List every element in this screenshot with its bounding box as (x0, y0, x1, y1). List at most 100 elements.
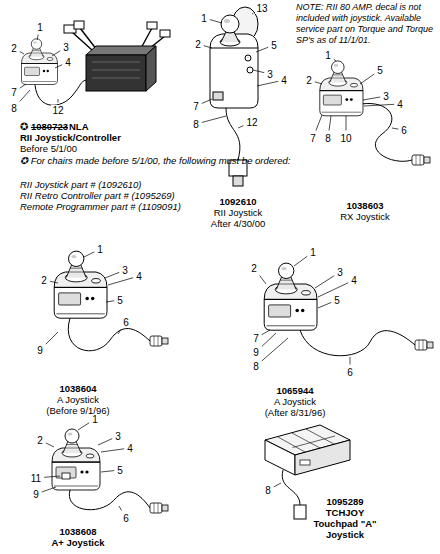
callout-number: 11 (30, 473, 42, 484)
callout-number: 12 (245, 117, 258, 128)
leader-line (346, 116, 347, 131)
callout-number: 1 (200, 13, 208, 24)
callout-number: 6 (346, 367, 354, 378)
callout-number: 2 (250, 263, 258, 274)
leader-line (294, 256, 307, 266)
ordering-item: RII Joystick part # (1092610) (20, 179, 141, 190)
leader-line (260, 276, 266, 285)
callout-number: 9 (32, 489, 40, 500)
callout-number: 12 (51, 105, 64, 116)
callout-number: 4 (64, 57, 72, 68)
callout-number: 1 (96, 244, 104, 255)
part-name: A+ Joystick (51, 537, 104, 548)
leader-line (202, 116, 226, 122)
callout-number: 6 (122, 513, 130, 524)
part-name: A Joystick (57, 394, 99, 405)
callout-number: 2 (10, 43, 18, 54)
leader-line (44, 476, 60, 477)
leader-line (20, 84, 26, 88)
leader-line (20, 51, 24, 54)
leader-line (318, 302, 331, 308)
part-number: 1038608 (60, 526, 97, 537)
callout-number: 3 (382, 91, 390, 102)
leader-line (350, 357, 351, 365)
leader-line (119, 506, 122, 511)
leader-line (202, 99, 212, 103)
part-name: Touchpad "A" (313, 518, 376, 529)
leader-line (20, 90, 30, 101)
leader-line (46, 443, 54, 447)
callout-number: 7 (192, 101, 200, 112)
callout-number: 3 (266, 69, 274, 80)
date-range: After 4/30/00 (211, 218, 265, 229)
callout-number: 4 (396, 99, 404, 110)
part-name: RX Joystick (340, 211, 390, 222)
leader-line (360, 74, 374, 84)
leader-line (262, 338, 288, 361)
note-text: NOTE: RII 80 AMP. decal is not included … (296, 2, 436, 46)
date-range: Before 5/1/00 (20, 143, 77, 154)
leader-line (315, 276, 334, 288)
leader-line (262, 330, 270, 335)
leader-line (55, 65, 62, 68)
leader-line (329, 116, 331, 131)
part-name: A Joystick (274, 396, 316, 407)
leader-line (334, 59, 336, 61)
leader-line (42, 487, 56, 492)
callout-number: 6 (400, 125, 408, 136)
callout-number: 5 (333, 295, 341, 306)
ordering-item: RII Retro Controller part # (1095269) (20, 190, 175, 201)
ordering-note: ✪ For chairs made before 5/1/00, the fol… (20, 155, 205, 166)
leader-line (84, 252, 94, 257)
callout-number: 8 (10, 103, 18, 114)
leader-line (204, 46, 212, 48)
leader-line (37, 35, 38, 41)
leader-line (101, 449, 124, 452)
leader-line (238, 126, 243, 128)
callout-number: 7 (10, 87, 18, 98)
callout-number: 8 (324, 133, 332, 144)
leader-line (256, 47, 268, 52)
callout-number: 4 (280, 75, 288, 86)
callout-number: 1 (324, 50, 332, 61)
leader-line (98, 439, 112, 445)
callout-number: 6 (122, 317, 130, 328)
callout-number: 5 (116, 465, 124, 476)
leader-line (363, 97, 380, 100)
leader-line (50, 281, 58, 283)
leader-line (105, 272, 119, 278)
leader-line (257, 81, 278, 86)
callout-number: 4 (126, 443, 134, 454)
leader-line (253, 70, 264, 73)
part-number: 1065944 (277, 385, 314, 396)
leader-line (118, 330, 121, 335)
callout-number: 1 (36, 22, 44, 33)
callout-number: 3 (121, 265, 129, 276)
callout-number: 5 (270, 40, 278, 51)
callout-number: 9 (36, 345, 44, 356)
leader-line (315, 82, 322, 84)
callout-number: 2 (40, 275, 48, 286)
callout-number: 3 (62, 42, 70, 53)
leader-line (210, 20, 222, 23)
callout-number: 9 (252, 347, 260, 358)
callout-number: 2 (305, 75, 313, 86)
callout-number: 2 (194, 39, 202, 50)
callout-number: 3 (114, 431, 122, 442)
callout-number: 5 (116, 295, 124, 306)
part-name: RII Joystick (214, 207, 263, 218)
ordering-item: Remote Programmer part # (1109091) (20, 201, 181, 212)
callout-number: 8 (264, 485, 272, 496)
leader-line (106, 301, 114, 302)
callout-number: 1 (309, 247, 317, 258)
part-number: 1038603 (347, 200, 384, 211)
part-number: 1038604 (60, 383, 97, 394)
callout-number: 2 (36, 435, 44, 446)
callout-number: 10 (339, 133, 352, 144)
part-number: 1092610 (220, 196, 257, 207)
callout-number: 3 (336, 267, 344, 278)
leader-line (316, 115, 322, 131)
date-range: (Before 9/1/96) (46, 405, 109, 416)
